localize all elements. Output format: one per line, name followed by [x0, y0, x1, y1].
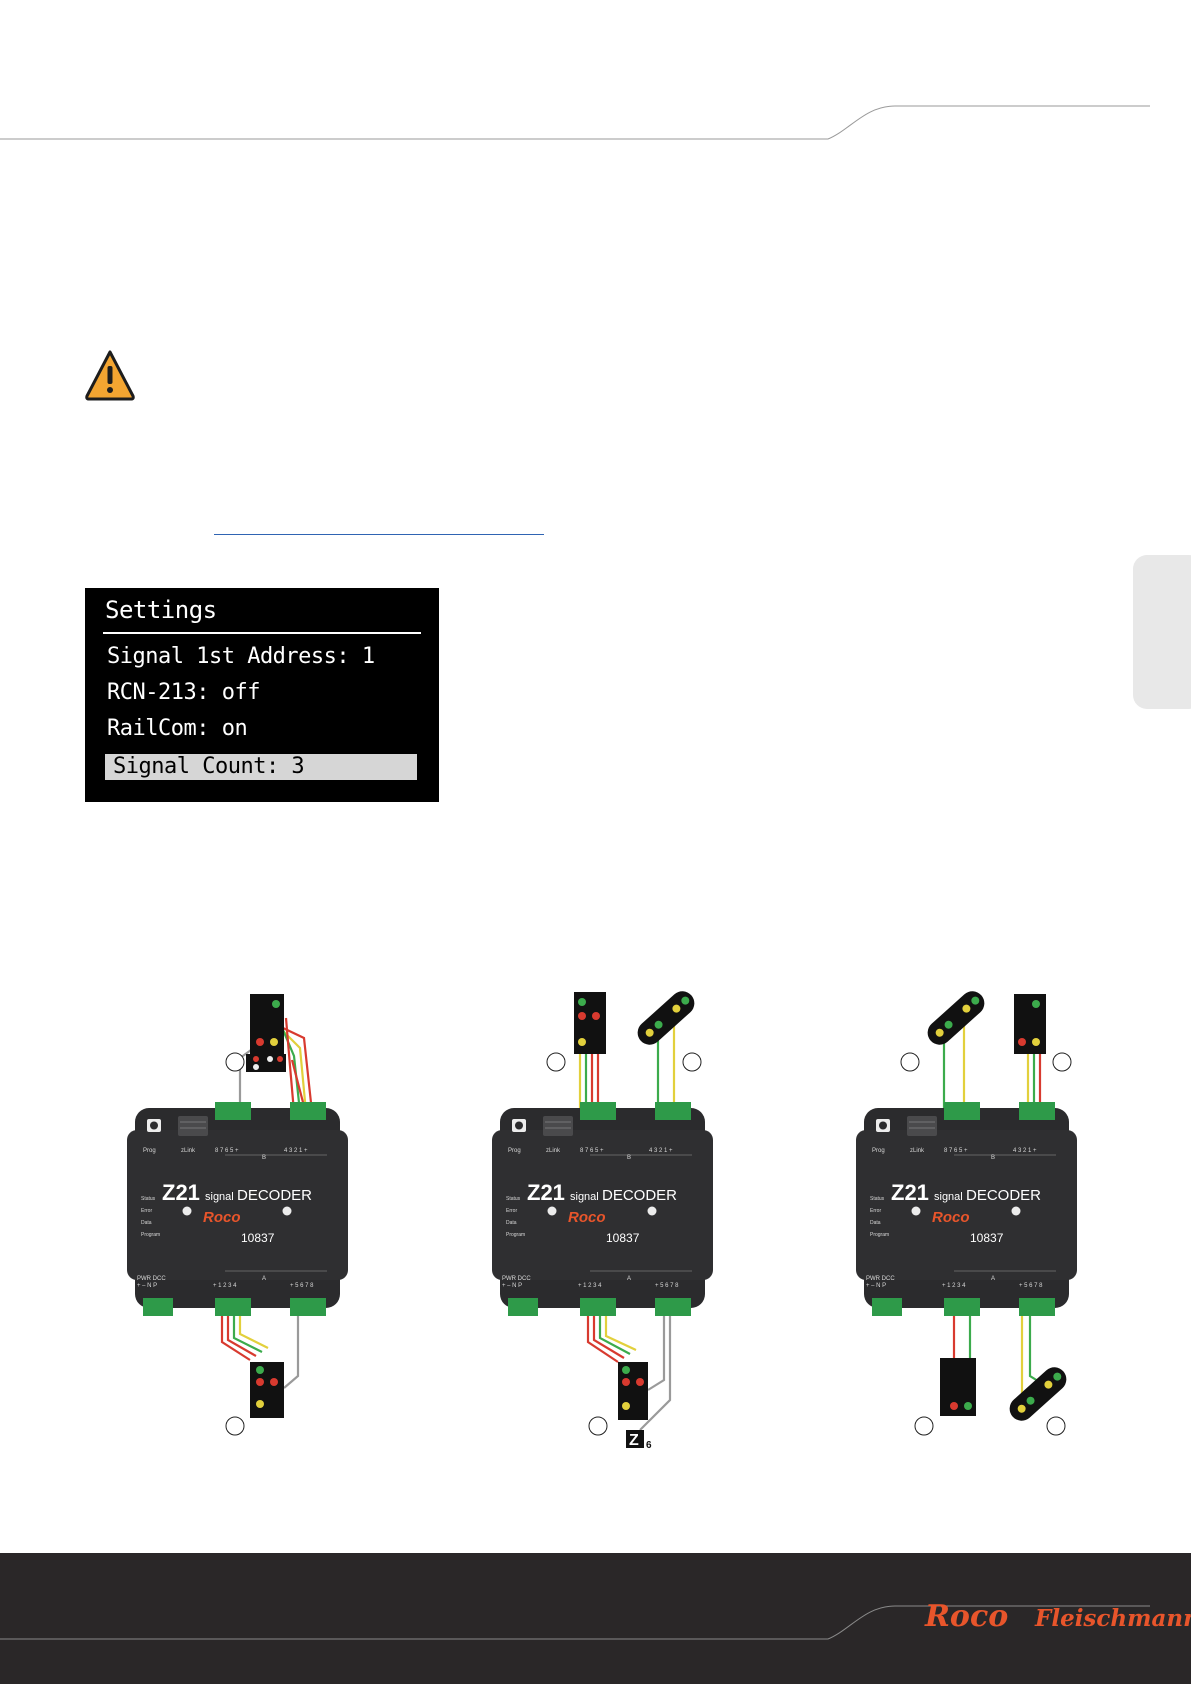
d1-model-number: 10837: [241, 1231, 275, 1245]
d2-bus-a: A: [627, 1276, 631, 1282]
oled-title: Settings: [105, 596, 217, 624]
d2-model-number: 10837: [606, 1231, 640, 1245]
footer-divider-line: [0, 1605, 1150, 1640]
d1-top-left-pins: 8 7 6 5 +: [215, 1148, 239, 1154]
d1-bus-b: B: [262, 1155, 266, 1161]
d1-top-right-pins: 4 3 2 1 +: [284, 1148, 308, 1154]
d2-signal-word: signal: [570, 1191, 599, 1203]
d3-data: Data: [870, 1220, 881, 1226]
d1-power-label: PWR DCC: [137, 1276, 166, 1282]
wiring-diagrams: Z 6 Prog: [126, 991, 1078, 1451]
d3-bus-a: A: [991, 1276, 995, 1282]
oled-row-railcom: RailCom: on: [107, 716, 248, 741]
d2-decoder-word: DECODER: [602, 1187, 677, 1204]
d1-z21-logo: Z21: [162, 1180, 200, 1205]
d2-error: Error: [506, 1208, 517, 1214]
oled-row-first-address: Signal 1st Address: 1: [107, 644, 375, 669]
d1-zlink-label: zLink: [181, 1148, 196, 1154]
d2-z21-logo: Z21: [527, 1180, 565, 1205]
d1-signal-word: signal: [205, 1191, 234, 1203]
chapter-side-tab[interactable]: [1133, 555, 1191, 709]
d2-power-pins: + – N P: [502, 1283, 522, 1289]
d1-decoder-word: DECODER: [237, 1187, 312, 1204]
header-divider-line: [0, 105, 1150, 140]
d3-decoder-word: DECODER: [966, 1187, 1041, 1204]
d2-bottom-mid-pins: + 1 2 3 4: [578, 1283, 602, 1289]
d2-roco-logo: Roco: [568, 1209, 606, 1226]
d1-data: Data: [141, 1220, 152, 1226]
d3-top-left-pins: 8 7 6 5 +: [944, 1148, 968, 1154]
page-footer: Roco Fleischmann: [0, 1553, 1191, 1684]
d3-power-label: PWR DCC: [866, 1276, 895, 1282]
d3-bottom-mid-pins: + 1 2 3 4: [942, 1283, 966, 1289]
d1-prog-label: Prog: [143, 1148, 156, 1154]
d1-error: Error: [141, 1208, 152, 1214]
d2-power-label: PWR DCC: [502, 1276, 531, 1282]
d3-bottom-right-pins: + 5 6 7 8: [1019, 1283, 1043, 1289]
z-glyph-number: 6: [646, 1440, 652, 1451]
d2-prog-label: Prog: [508, 1148, 521, 1154]
d1-bottom-mid-pins: + 1 2 3 4: [213, 1283, 237, 1289]
d3-zlink-label: zLink: [910, 1148, 925, 1154]
d3-roco-logo: Roco: [932, 1209, 970, 1226]
d2-data: Data: [506, 1220, 517, 1226]
d3-z21-logo: Z21: [891, 1180, 929, 1205]
d1-bottom-right-pins: + 5 6 7 8: [290, 1283, 314, 1289]
d1-program: Program: [141, 1232, 160, 1238]
d1-status: Status: [141, 1196, 156, 1202]
fleischmann-logo: Fleischmann: [1035, 1605, 1191, 1632]
d1-bus-a: A: [262, 1276, 266, 1282]
d2-zlink-label: zLink: [546, 1148, 561, 1154]
warning-icon: [85, 350, 135, 401]
d3-top-right-pins: 4 3 2 1 +: [1013, 1148, 1037, 1154]
roco-logo: Roco: [925, 1599, 1009, 1634]
d3-power-pins: + – N P: [866, 1283, 886, 1289]
z-glyph-letter: Z: [629, 1432, 639, 1449]
d2-program: Program: [506, 1232, 525, 1238]
d3-status: Status: [870, 1196, 885, 1202]
d1-roco-logo: Roco: [203, 1209, 241, 1226]
oled-row-signal-count: Signal Count: 3: [105, 754, 417, 780]
oled-row-rcn213: RCN-213: off: [107, 680, 260, 705]
d2-bottom-right-pins: + 5 6 7 8: [655, 1283, 679, 1289]
d2-top-right-pins: 4 3 2 1 +: [649, 1148, 673, 1154]
d3-prog-label: Prog: [872, 1148, 885, 1154]
d2-bus-b: B: [627, 1155, 631, 1161]
d3-bus-b: B: [991, 1155, 995, 1161]
d2-top-left-pins: 8 7 6 5 +: [580, 1148, 604, 1154]
d3-signal-word: signal: [934, 1191, 963, 1203]
d3-program: Program: [870, 1232, 889, 1238]
hyperlink-underline[interactable]: [214, 534, 544, 535]
oled-title-rule: [103, 632, 421, 634]
d3-model-number: 10837: [970, 1231, 1004, 1245]
d1-power-pins: + – N P: [137, 1283, 157, 1289]
d3-error: Error: [870, 1208, 881, 1214]
oled-settings-screen: Settings Signal 1st Address: 1 RCN-213: …: [85, 588, 439, 802]
d2-status: Status: [506, 1196, 521, 1202]
